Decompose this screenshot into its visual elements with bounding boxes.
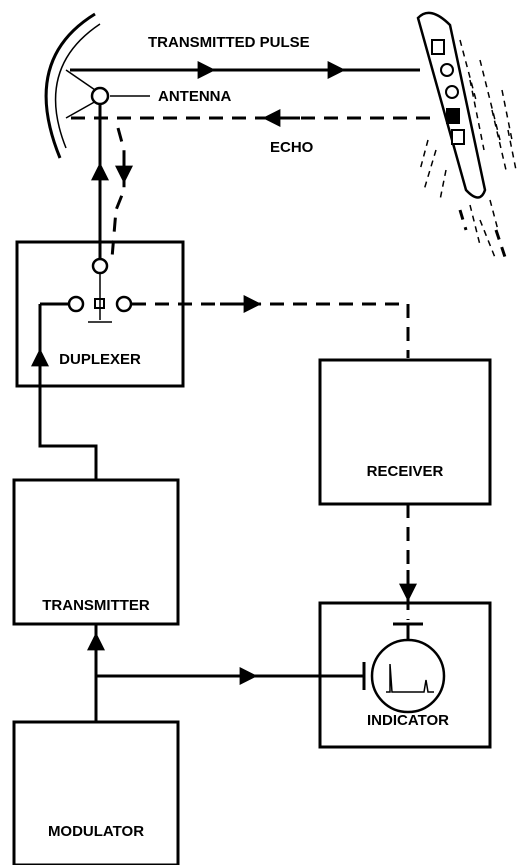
ship-icon xyxy=(416,11,517,261)
duplexer-label: DUPLEXER xyxy=(59,351,141,368)
crt-scope-icon xyxy=(370,638,446,714)
transmitter-label: TRANSMITTER xyxy=(42,597,150,614)
indicator-label: INDICATOR xyxy=(367,712,449,729)
transmitter-to-duplexer-line xyxy=(38,304,98,480)
echo-label: ECHO xyxy=(270,139,314,156)
modulator-block: MODULATOR xyxy=(12,720,180,865)
antenna-label: ANTENNA xyxy=(158,88,231,105)
transmitter-block: TRANSMITTER xyxy=(12,478,180,626)
transmitted-pulse-label: TRANSMITTED PULSE xyxy=(148,34,310,51)
receiver-block: RECEIVER xyxy=(318,358,492,506)
duplexer-block: DUPLEXER xyxy=(15,240,185,388)
receiver-label: RECEIVER xyxy=(367,463,444,480)
modulator-label: MODULATOR xyxy=(48,823,144,840)
indicator-block: INDICATOR xyxy=(318,601,492,749)
duplexer-to-receiver-line xyxy=(132,302,410,358)
antenna-dish-icon xyxy=(44,12,150,159)
